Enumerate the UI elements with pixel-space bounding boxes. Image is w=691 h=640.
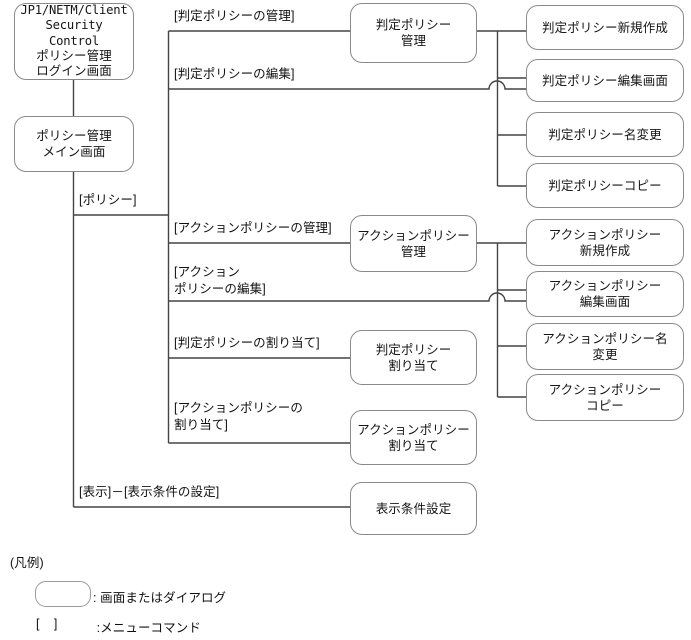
node-policy-management-main[interactable]: ポリシー管理 メイン画面 [14,116,134,172]
label-menu-judgement-policy-manage: [判定ポリシーの管理] [174,9,295,23]
label-menu-action-policy-assign: [アクションポリシーの 割り当て] [174,401,303,432]
node-judgement-policy-assign[interactable]: 判定ポリシー 割り当て [350,330,477,385]
node-judgement-policy-management[interactable]: 判定ポリシー 管理 [350,3,477,63]
node-action-policy-edit[interactable]: アクションポリシー 編集画面 [526,271,684,317]
node-login-screen[interactable]: JP1/NETM/Client Security Control ポリシー管理 … [14,3,134,80]
node-action-policy-copy[interactable]: アクションポリシー コピー [526,374,684,421]
label-menu-display-condition: [表示]－[表示条件の設定] [79,485,220,499]
node-display-condition-settings[interactable]: 表示条件設定 [350,482,477,535]
node-action-policy-new[interactable]: アクションポリシー 新規作成 [526,219,684,266]
node-judgement-policy-edit[interactable]: 判定ポリシー編集画面 [526,59,684,102]
node-action-policy-rename[interactable]: アクションポリシー名 変更 [526,323,684,370]
node-judgement-policy-rename[interactable]: 判定ポリシー名変更 [526,112,684,157]
label-menu-action-policy-manage: [アクションポリシーの管理] [174,221,332,235]
node-judgement-policy-copy[interactable]: 判定ポリシーコピー [526,163,684,208]
login-product-name: JP1/NETM/Client Security Control [20,3,128,48]
legend-rounded-box-symbol [35,581,91,607]
node-action-policy-assign[interactable]: アクションポリシー 割り当て [350,410,477,465]
label-menu-judgement-policy-edit: [判定ポリシーの編集] [174,67,295,81]
node-judgement-policy-new[interactable]: 判定ポリシー新規作成 [526,5,684,50]
label-menu-action-policy-edit: [アクション ポリシーの編集] [174,265,266,296]
legend-title: (凡例) [10,556,44,570]
legend-menu-command-symbol: [ ] [36,617,58,631]
node-action-policy-management[interactable]: アクションポリシー 管理 [350,215,477,272]
legend-menu-command-text: :メニューコマンド [93,621,201,635]
legend-screen-or-dialog-text: : 画面またはダイアログ [93,591,227,605]
label-menu-judgement-policy-assign: [判定ポリシーの割り当て] [174,336,320,350]
label-menu-policy: [ポリシー] [79,193,137,207]
login-screen-name: ポリシー管理 ログイン画面 [36,48,112,79]
